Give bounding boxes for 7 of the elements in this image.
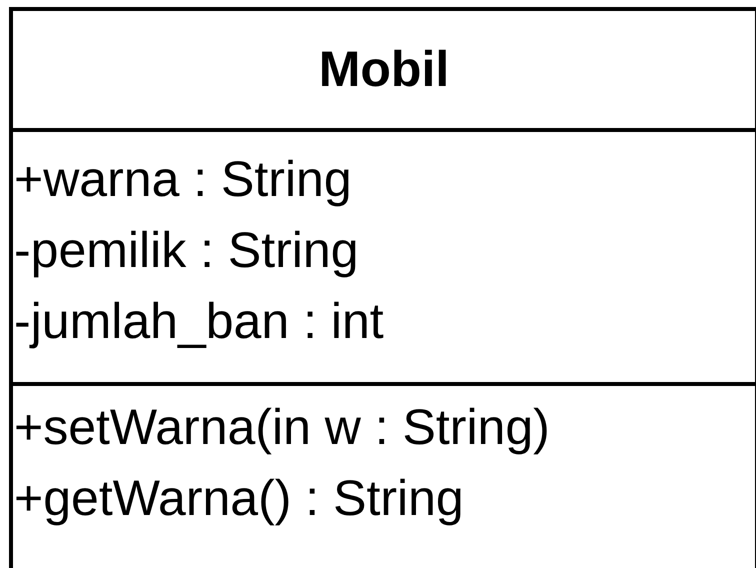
attribute-text: +warna : String xyxy=(13,150,352,209)
attribute-text: -jumlah_ban : int xyxy=(13,292,384,351)
method-text: +setWarna(in w : String) xyxy=(13,398,550,458)
class-box xyxy=(9,7,756,568)
method-text: +getWarna() : String xyxy=(13,469,464,528)
class-name: Mobil xyxy=(13,11,755,132)
attribute-text: -pemilik : String xyxy=(13,220,359,280)
